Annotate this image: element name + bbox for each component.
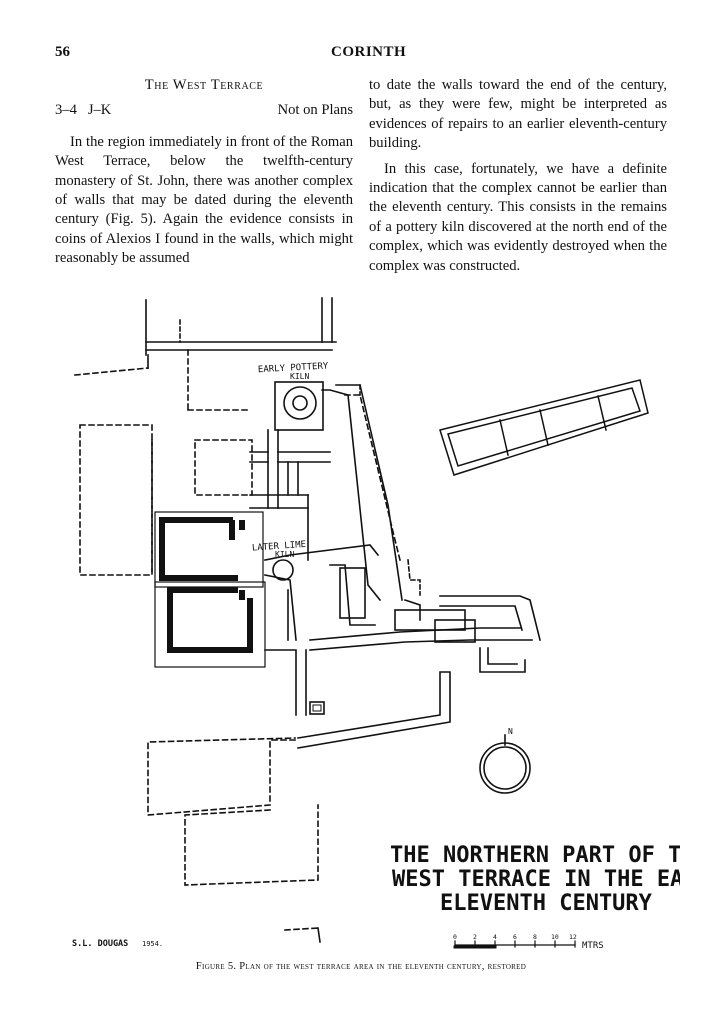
small-feature [309,701,325,715]
south-west-dashed-rooms [147,737,319,931]
pottery-kiln-label-2: KILN [290,372,309,381]
right-column: to date the walls toward the end of the … [369,76,667,276]
lime-kiln-label-2: KILN [275,550,294,559]
section-meta: 3–4 J–K Not on Plans [55,101,353,120]
east-building [439,379,649,476]
north-walls [74,297,337,411]
running-head: CORINTH [331,44,407,60]
right-paragraph-2: In this case, fortunately, we have a def… [369,160,667,274]
room-outlines [154,511,266,668]
grid-reference: 3–4 J–K [55,102,112,119]
scale-tick-12: 12 [569,933,577,941]
right-paragraph-1: to date the walls toward the end of the … [369,77,667,152]
north-arrow-compass [479,734,531,794]
scale-tick-4: 4 [493,933,497,941]
signature-year: 1954. [142,940,163,948]
left-paragraph-1: In the region immediately in front of th… [55,133,353,267]
section-title: The West Terrace [144,77,264,93]
scale-tick-10: 10 [551,933,559,941]
scale-tick-2: 2 [473,933,477,941]
south-walls [264,559,541,749]
left-column: The West Terrace 3–4 J–K Not on Plans In… [55,76,353,269]
north-label: N [508,727,513,736]
figure-caption: Figure 5. Plan of the west terrace area … [195,961,527,972]
figure-title-line-1: THE NORTHERN PART OF THE [390,843,680,868]
central-walls [249,384,403,602]
figure-title-line-3: ELEVENTH CENTURY [440,891,653,916]
drafter-signature: S.L. DOUGAS [72,939,128,949]
scale-tick-8: 8 [533,933,537,941]
early-pottery-kiln [274,381,324,431]
site-plan-figure: EARLY POTTERY KILN LATER LIME KILN N THE… [72,297,680,951]
lime-kiln-label-1: LATER LIME [252,540,307,554]
west-dashed-rooms [79,424,253,576]
scale-unit: MTRS [582,941,604,951]
figure-title-line-2: WEST TERRACE IN THE EARLY [392,867,680,892]
plans-note: Not on Plans [277,102,353,119]
scale-tick-labels: 0 2 4 6 8 10 12 [453,933,577,941]
thick-walled-rooms [159,517,253,653]
scale-bar [453,940,576,949]
later-lime-kiln [264,544,380,641]
page-number: 56 [55,44,70,60]
scale-tick-0: 0 [453,933,457,941]
pottery-kiln-label-1: EARLY POTTERY [258,361,329,375]
scale-tick-6: 6 [513,933,517,941]
